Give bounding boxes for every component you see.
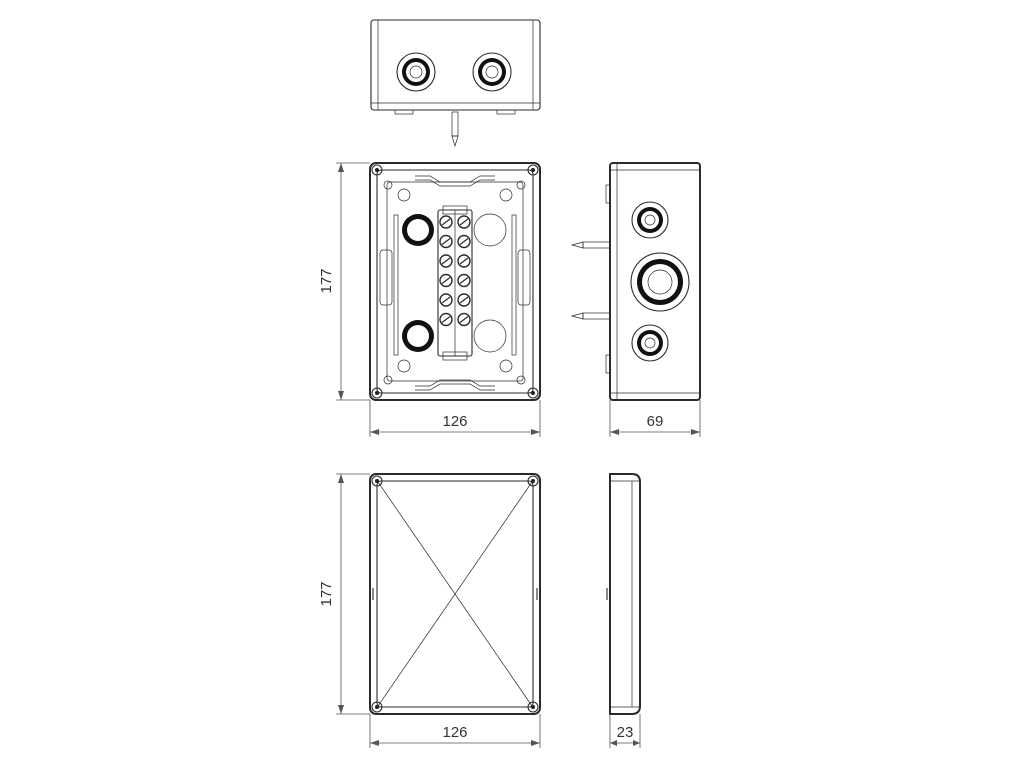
dim-lid-width: 126 [442,724,467,741]
corner-screw-icon [371,475,539,713]
mounting-nail-icon [570,312,611,320]
cable-gland-icon [396,52,436,92]
terminal-screw-icon [439,293,453,307]
terminal-screw-icon [439,254,453,268]
dim-body-width: 126 [442,413,467,430]
lid-diagonal [377,481,533,707]
cable-gland-icon [402,320,434,352]
terminal-screw-icon [457,273,471,288]
dim-body-height: 177 [318,268,335,293]
cable-gland-icon [472,52,512,92]
terminal-screw-group [439,215,471,327]
box-outline [369,162,541,401]
terminal-screw-icon [439,234,453,249]
side-view [570,162,701,401]
terminal-screw-icon [457,254,471,268]
top-view [370,19,541,148]
dim-body-depth: 69 [647,413,664,430]
top-view-outline [370,19,541,111]
cable-gland-icon [630,252,690,312]
terminal-screw-icon [457,293,471,307]
dim-lid-depth: 23 [617,724,634,741]
cable-gland-icon [402,214,434,246]
terminal-block [437,205,473,361]
knockout-hole [473,213,507,247]
lid-view [369,473,541,715]
mounting-nail-icon [451,111,459,148]
lid-side-outline [609,473,641,715]
terminal-screw-icon [439,273,453,288]
side-outline [609,162,701,401]
terminal-screw-icon [457,234,471,249]
terminal-screw-icon [439,215,453,229]
mounting-nail-icon [570,241,611,249]
front-view [369,162,541,401]
knockout-hole [473,319,507,353]
terminal-screw-icon [457,215,471,229]
lid-side-view [606,473,641,715]
terminal-screw-icon [457,312,471,327]
dimension-lines [336,162,701,748]
terminal-screw-icon [439,312,453,327]
lid-outline [369,473,541,715]
cable-gland-icon [631,201,669,239]
dim-lid-height: 177 [318,581,335,606]
corner-screw-icon [371,164,539,399]
cable-gland-icon [631,324,669,362]
